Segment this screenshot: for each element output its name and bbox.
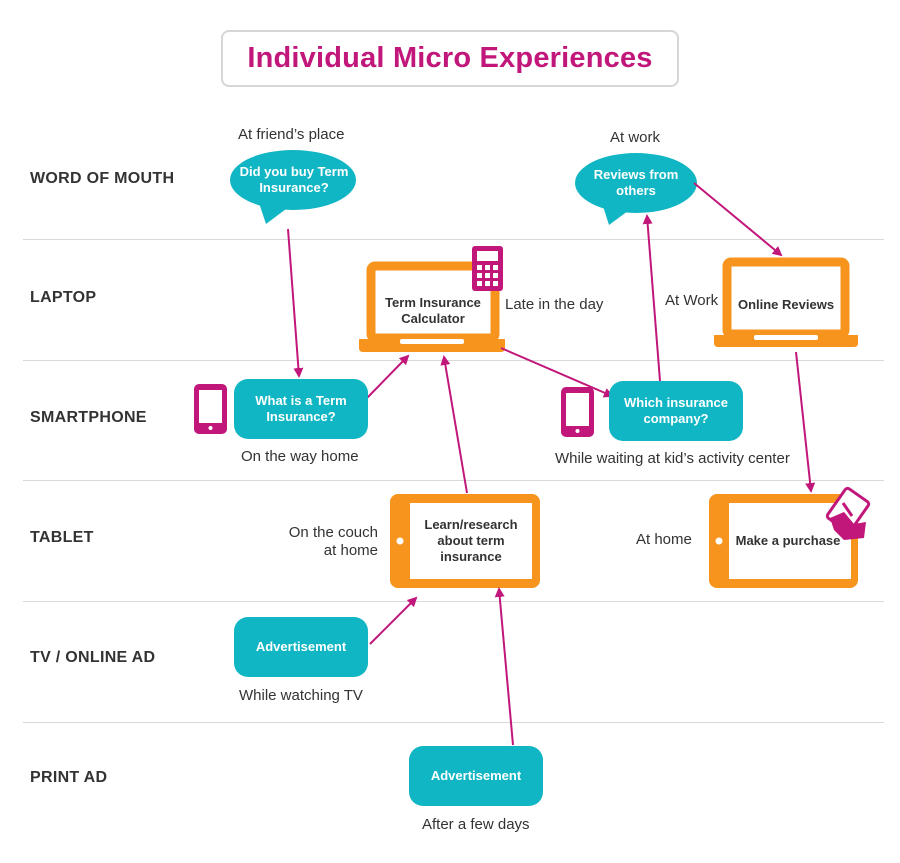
context-label: While waiting at kid’s activity center (555, 450, 790, 467)
speech-bubble-icon (575, 153, 697, 225)
tablet-screen-text: Learn/research about term insurance (424, 517, 518, 564)
context-label: Late in the day (505, 296, 604, 313)
flow-arrows (287, 182, 816, 746)
row-divider (23, 480, 884, 481)
row-divider (23, 722, 884, 723)
row-label-smartphone: SMARTPHONE (30, 409, 147, 426)
row-label-print-ad: PRINT AD (30, 769, 108, 786)
laptop-screen-text: Online Reviews (737, 297, 835, 312)
speech-bubble-text: Reviews from others (593, 167, 679, 198)
context-label: While watching TV (239, 687, 363, 704)
row-label-word-of-mouth: WORD OF MOUTH (30, 170, 175, 187)
context-label: After a few days (422, 816, 530, 833)
smartphone-query-box: Which insurance company? (609, 381, 743, 441)
hand-card-icon (825, 486, 871, 540)
speech-bubble-icon (230, 150, 356, 224)
laptop-screen-text: Term Insurance Calculator (385, 295, 481, 326)
smartphone-query-box: What is a Term Insurance? (234, 379, 368, 439)
smartphone-icon (561, 387, 594, 437)
diagram-title: Individual Micro Experiences (221, 30, 679, 87)
row-divider (23, 601, 884, 602)
context-label: On the couch at home (288, 524, 378, 559)
speech-bubble-text: Did you buy Term Insurance? (239, 164, 349, 195)
row-label-tv-online-ad: TV / ONLINE AD (30, 649, 156, 666)
context-label: At work (610, 129, 661, 146)
row-label-tablet: TABLET (30, 529, 94, 546)
laptop-icon (714, 257, 858, 347)
smartphone-icon (194, 384, 227, 434)
print-advertisement-box: Advertisement (409, 746, 543, 806)
tv-advertisement-box: Advertisement (234, 617, 368, 677)
context-label: On the way home (241, 448, 359, 465)
row-label-laptop: LAPTOP (30, 289, 97, 306)
context-label: At Work (665, 292, 719, 309)
context-label: At home (636, 531, 692, 548)
tablet-screen-text: Make a purchase (735, 533, 841, 548)
tablet-icon (390, 494, 540, 588)
laptop-icon (359, 261, 505, 352)
row-divider (23, 239, 884, 240)
context-label: At friend’s place (238, 126, 345, 143)
calculator-icon (472, 246, 503, 291)
tablet-icon (709, 494, 858, 588)
row-divider (23, 360, 884, 361)
